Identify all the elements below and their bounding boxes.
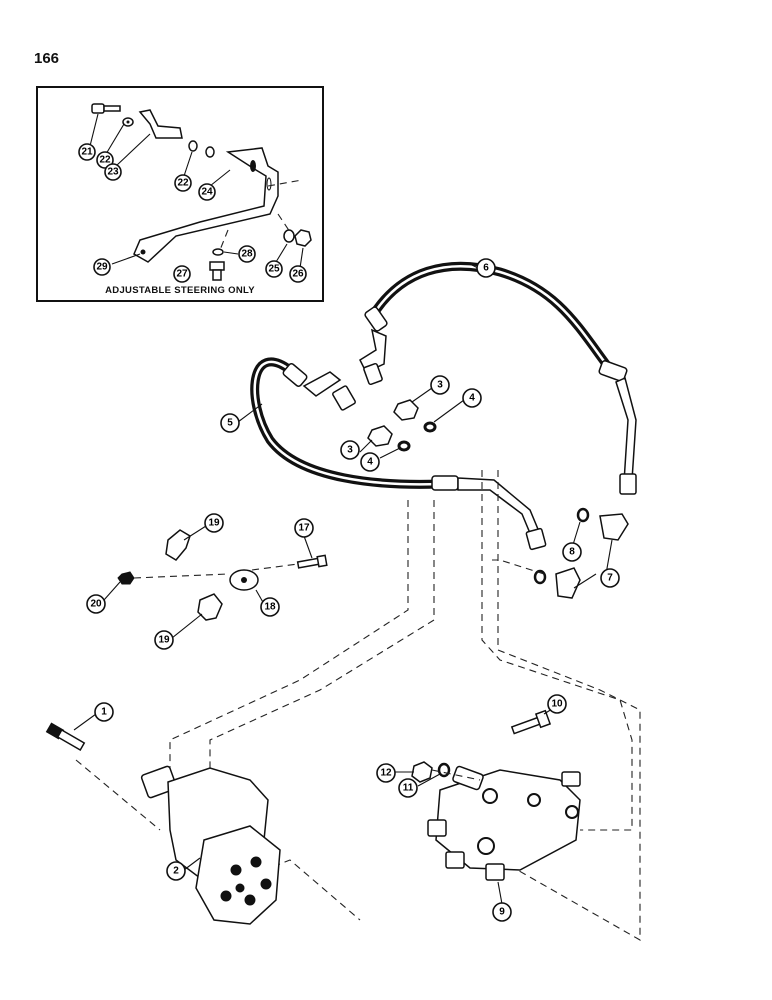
svg-text:20: 20: [90, 599, 102, 610]
svg-text:6: 6: [483, 263, 489, 274]
bracket-half-icon: [197, 593, 223, 621]
svg-text:25: 25: [268, 264, 280, 275]
hose-5: [250, 357, 547, 551]
callout-12: 12: [376, 763, 396, 783]
bracket-half-icon: [165, 529, 191, 561]
inset-panel: ADJUSTABLE STEERING ONLY: [36, 86, 324, 302]
bolt-icon: [209, 261, 225, 281]
flow-control-valve: [427, 765, 581, 881]
svg-text:17: 17: [298, 523, 310, 534]
callout-22: 22: [96, 151, 114, 169]
inset-caption: ADJUSTABLE STEERING ONLY: [105, 285, 255, 296]
callout-18: 18: [260, 597, 280, 617]
o-ring-icon: [397, 440, 411, 452]
mount-parts: [117, 529, 328, 621]
steering-control-unit: [140, 765, 281, 925]
callout-10: 10: [547, 694, 567, 714]
washer-icon: [205, 146, 215, 158]
callout-4: 4: [360, 452, 380, 472]
lock-washer-icon: [437, 762, 451, 778]
svg-text:29: 29: [96, 262, 108, 273]
bolt-icon: [45, 722, 86, 751]
steering-support-bracket: [133, 147, 279, 263]
callout-21: 21: [78, 143, 96, 161]
svg-text:27: 27: [176, 269, 188, 280]
callout-4: 4: [462, 388, 482, 408]
svg-text:23: 23: [107, 167, 119, 178]
washer-icon: [212, 248, 224, 256]
callout-29: 29: [93, 258, 111, 276]
svg-text:21: 21: [81, 147, 93, 158]
callout-1: 1: [94, 702, 114, 722]
svg-text:1: 1: [101, 707, 107, 718]
svg-text:8: 8: [569, 547, 575, 558]
callout-5: 5: [220, 413, 240, 433]
svg-text:5: 5: [227, 418, 233, 429]
washer-icon: [188, 140, 198, 152]
callout-8: 8: [562, 542, 582, 562]
callout-19: 19: [154, 630, 174, 650]
callout-3: 3: [340, 440, 360, 460]
svg-text:11: 11: [403, 783, 414, 794]
washer-icon: [283, 229, 295, 243]
svg-text:7: 7: [607, 573, 613, 584]
svg-text:2: 2: [173, 866, 179, 877]
plumbing-lines: [75, 470, 641, 941]
callout-23: 23: [104, 163, 122, 181]
nut-icon: [411, 761, 433, 783]
svg-text:28: 28: [241, 249, 253, 260]
svg-text:3: 3: [347, 445, 353, 456]
callout-11: 11: [398, 778, 418, 798]
page-number: 166: [34, 50, 60, 67]
washer-icon: [122, 117, 134, 127]
nut-icon: [294, 229, 312, 247]
nut-icon: [117, 571, 135, 585]
svg-text:26: 26: [292, 269, 304, 280]
callout-26: 26: [289, 265, 307, 283]
svg-text:4: 4: [469, 393, 475, 404]
callout-17: 17: [294, 518, 314, 538]
svg-text:19: 19: [158, 635, 170, 646]
callout-7: 7: [600, 568, 620, 588]
elbow-fitting-icon: [599, 513, 629, 541]
bolt-icon: [296, 554, 328, 569]
fittings: [367, 399, 629, 599]
svg-text:24: 24: [201, 187, 213, 198]
svg-text:18: 18: [264, 602, 276, 613]
o-ring-icon: [533, 569, 547, 585]
callout-19: 19: [204, 513, 224, 533]
svg-text:22: 22: [177, 178, 189, 189]
callout-28: 28: [238, 245, 256, 263]
bolt-icon: [91, 103, 121, 114]
hose-6: [359, 261, 637, 495]
bolt-icon: [510, 709, 552, 735]
callout-20: 20: [86, 594, 106, 614]
o-ring-icon: [576, 507, 590, 523]
svg-text:19: 19: [208, 518, 220, 529]
svg-text:9: 9: [499, 907, 505, 918]
svg-text:10: 10: [551, 699, 563, 710]
inset-parts: [91, 103, 312, 281]
callout-3: 3: [430, 375, 450, 395]
o-ring-icon: [423, 421, 437, 433]
callout-27: 27: [173, 265, 191, 283]
elbow-fitting-icon: [555, 567, 581, 599]
callout-22: 22: [174, 174, 192, 192]
svg-text:22: 22: [99, 155, 111, 166]
callout-24: 24: [198, 183, 216, 201]
clamp-bracket-icon: [138, 109, 183, 139]
svg-text:12: 12: [380, 768, 392, 779]
callout-9: 9: [492, 902, 512, 922]
svg-text:4: 4: [367, 457, 373, 468]
svg-text:3: 3: [437, 380, 443, 391]
callout-2: 2: [166, 861, 186, 881]
callout-6: 6: [476, 258, 496, 278]
callout-25: 25: [265, 260, 283, 278]
